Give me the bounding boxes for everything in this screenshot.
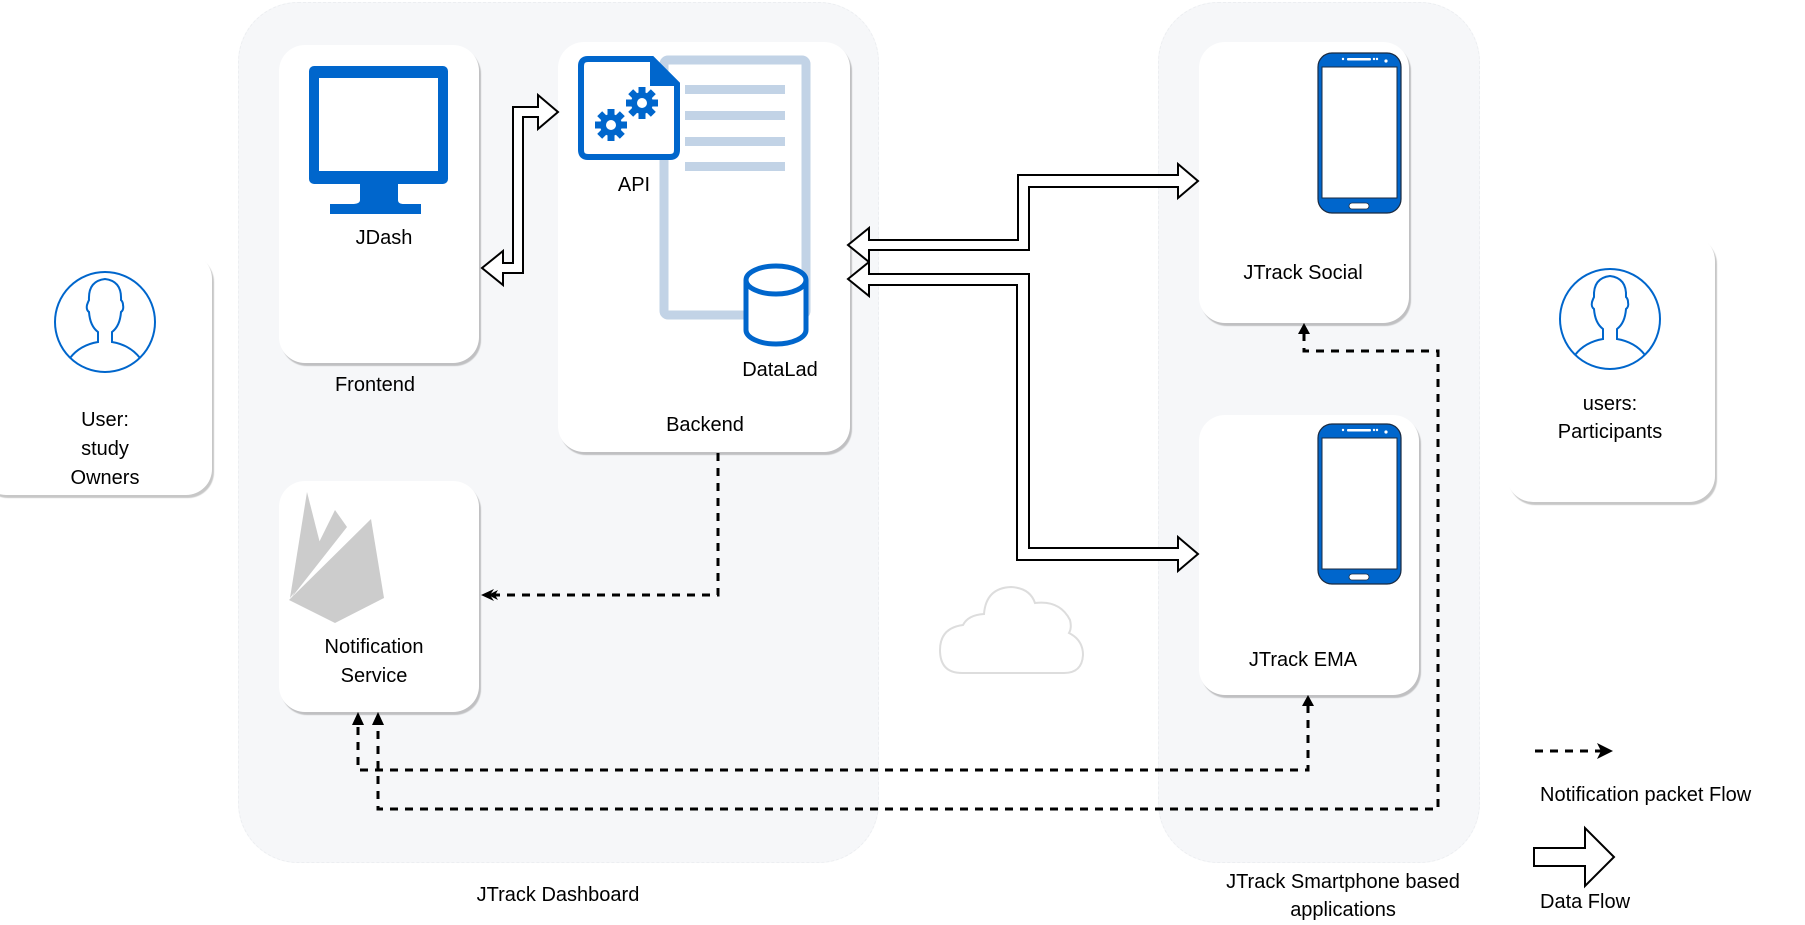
dashed-arrowheads: [352, 323, 1613, 759]
data-flow-frontend-backend: [480, 92, 560, 288]
arrowhead-ema: [1302, 695, 1314, 706]
legend-dashed-arrowhead: [1597, 743, 1613, 759]
legend-notification-flow-label: Notification packet Flow: [1540, 784, 1752, 806]
notification-flow-ema-to-service: [356, 705, 1310, 772]
notification-title-line2: Service: [340, 665, 408, 687]
firebase-icon: [289, 492, 384, 623]
backend-title: Backend: [666, 414, 744, 436]
cloud-icon: [938, 585, 1085, 674]
arrowhead-service-left: [352, 712, 364, 725]
data-flow-backend-ema: [846, 259, 1200, 574]
owners-avatar-icon: [54, 271, 156, 373]
api-label: API: [617, 174, 651, 196]
data-flow-backend-social: [846, 161, 1200, 265]
participants-avatar-icon: [1559, 268, 1661, 370]
arrowhead-service-from-backend: [481, 589, 494, 601]
monitor-icon: [309, 66, 448, 214]
frontend-title: Frontend: [334, 374, 416, 396]
dashboard-group-label: JTrack Dashboard: [476, 884, 640, 906]
arrowhead-social: [1298, 323, 1310, 334]
database-icon: [743, 263, 809, 347]
legend-data-flow-label: Data Flow: [1540, 891, 1631, 913]
participants-label-line1: users:: [1582, 393, 1638, 415]
notification-title-line1: Notification: [324, 636, 424, 658]
arrowhead-service-right: [372, 712, 384, 725]
owners-label-line1: User:: [81, 409, 129, 431]
smartphone-icon: [1317, 52, 1402, 214]
participants-label-line2: Participants: [1557, 421, 1663, 443]
legend-data-flow-arrow: [1533, 825, 1616, 889]
smartphone-icon: [1317, 423, 1402, 585]
notification-flow-social-to-service: [376, 333, 1440, 811]
owners-card[interactable]: [0, 253, 212, 495]
notification-flow-backend-to-service: [488, 453, 720, 600]
document-icon: [659, 55, 811, 320]
owners-label-line2: study: [81, 438, 129, 460]
api-gears-icon: [578, 56, 680, 160]
jtrack-social-title: JTrack Social: [1243, 262, 1363, 284]
datalad-label: DataLad: [742, 359, 818, 381]
jdash-label: JDash: [355, 227, 413, 249]
jtrack-ema-title: JTrack EMA: [1248, 649, 1358, 671]
owners-label-line3: Owners: [70, 467, 140, 489]
smartphone-group-label-line1: JTrack Smartphone based: [1226, 871, 1460, 893]
smartphone-group-label-line2: applications: [1290, 899, 1396, 921]
